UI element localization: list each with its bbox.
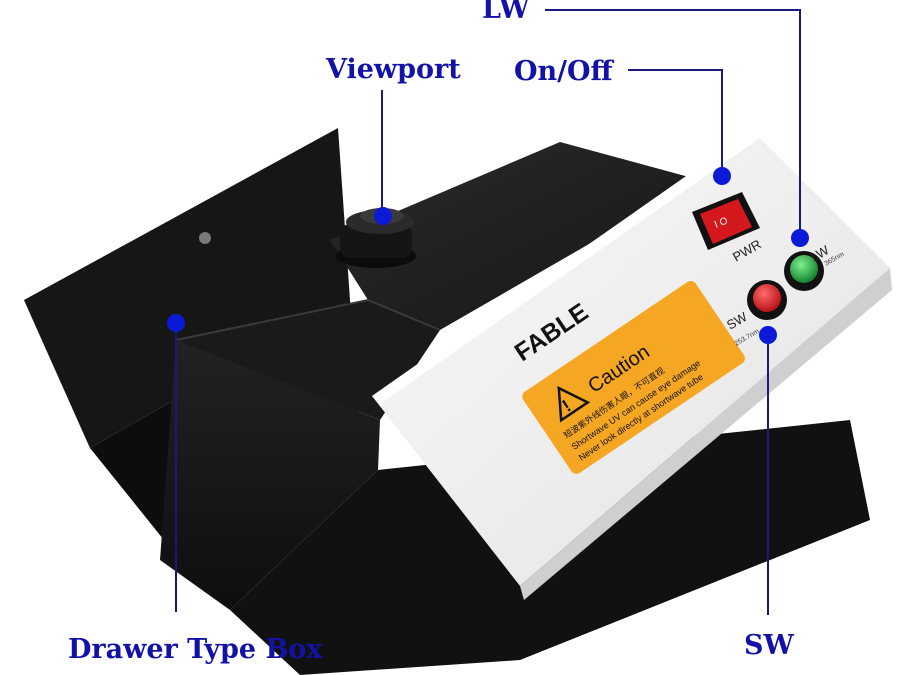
marker-dots [167,167,809,344]
lamp-top-surface [330,142,700,330]
power-switch-rocker [700,199,752,244]
on-off-marker-dot [713,167,731,185]
lamp-left-face [160,340,380,610]
sw-callout-label: SW [744,630,794,661]
lw-button[interactable] [784,251,824,291]
drawer-type-box-callout-label: Drawer Type Box [68,634,323,665]
power-switch[interactable]: I O [692,192,760,250]
warning-triangle-icon: ! [557,386,591,423]
viewport-knob [336,208,416,268]
drawer-screw [199,232,211,244]
sw-marker-dot [759,326,777,344]
sw-button[interactable] [747,280,787,320]
on-off-leader-line [628,69,723,176]
lamp-sloped-front [176,300,440,420]
viewport-marker-dot [374,207,392,225]
lw-marker-dot [791,229,809,247]
drawer-marker-dot [167,314,185,332]
caution-label-background [522,281,745,474]
lw-callout-label: LW [482,0,530,25]
drawer-side-edge [24,300,92,452]
lamp-edge-highlight [175,298,441,341]
lw-leader-line [545,9,801,238]
drawer-back-plate [24,128,350,448]
on-off-callout-label: On/Off [514,56,613,87]
callout-lines [175,9,801,615]
panel-bottom-shadow [520,268,892,600]
power-switch-mark: I O [713,216,730,231]
panel-top-edge [372,130,760,404]
viewport-callout-label: Viewport [326,54,461,85]
